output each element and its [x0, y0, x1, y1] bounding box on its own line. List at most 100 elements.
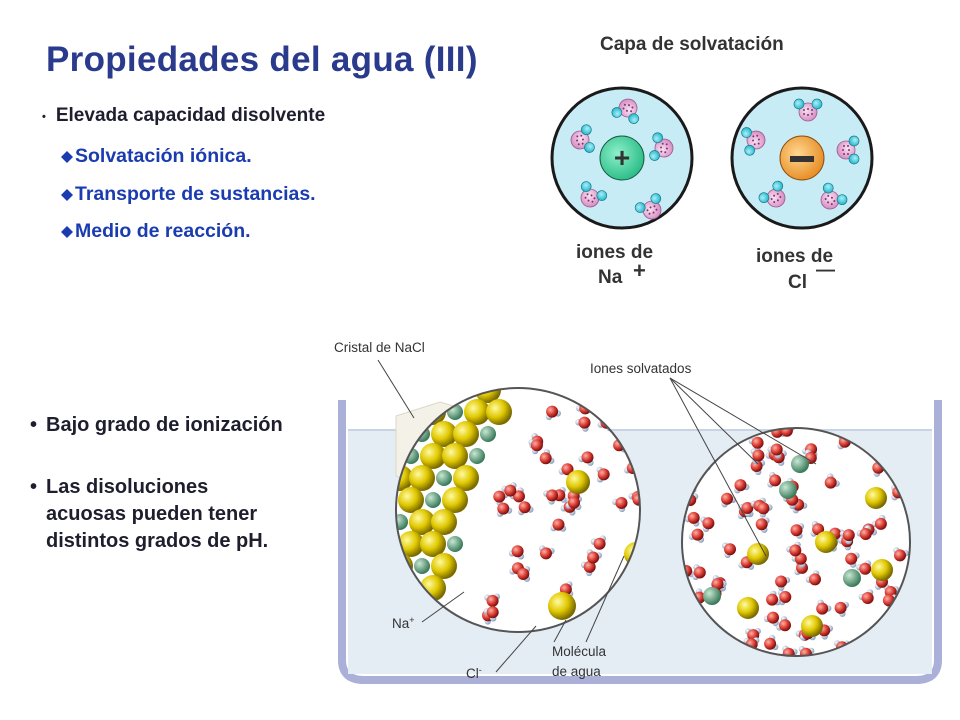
disoluciones-line2: acuosas pueden tener — [46, 503, 258, 525]
oxygen-atom — [799, 647, 812, 656]
hydrogen-atom — [626, 388, 633, 391]
oxygen-atom — [861, 592, 874, 604]
leader-line — [585, 555, 625, 643]
oxygen-atom — [779, 591, 792, 603]
oxygen-atom — [693, 566, 706, 579]
cl-ion — [566, 470, 590, 494]
cristal-label: Cristal de NaCl — [334, 340, 425, 355]
oxygen-atom — [789, 544, 802, 557]
oxygen-atom — [790, 524, 803, 537]
cl-ion — [409, 388, 435, 403]
bullet-disoluciones: •Las disoluciones acuosas pueden tener d… — [30, 474, 268, 555]
oxygen-atom — [627, 388, 639, 398]
cl-ion — [431, 388, 457, 403]
leader-line — [669, 377, 767, 557]
cl-ion — [431, 421, 457, 447]
oxygen-atom — [581, 451, 594, 464]
cl-ion — [747, 543, 769, 565]
oxygen-atom — [511, 545, 524, 558]
oxygen-atom — [755, 518, 768, 531]
hydrogen-atom — [704, 421, 710, 427]
oxygen-atom — [513, 490, 525, 503]
oxygen-atom — [593, 537, 606, 550]
na-ion — [458, 388, 474, 398]
oxygen-atom — [486, 606, 499, 619]
solvation-shell-figure: Capa de solvatación + iones de Na + ione… — [550, 34, 874, 293]
beaker-wall — [338, 400, 942, 684]
na-ion — [599, 135, 645, 181]
bullet-dot: • — [42, 111, 46, 123]
na-ion — [703, 587, 721, 605]
cl-label-line1: iones de — [756, 246, 833, 267]
oxygen-atom — [540, 547, 552, 560]
diamond-bullet-icon — [61, 150, 73, 163]
diamond-bullet-icon — [61, 225, 73, 238]
oxygen-atom — [859, 562, 872, 575]
cl-solvation-sphere — [730, 86, 874, 230]
disoluciones-line3: distintos grados de pH. — [46, 530, 269, 552]
oxygen-atom — [721, 492, 733, 505]
hydrogen-atom — [626, 393, 633, 400]
oxygen-atom — [775, 575, 788, 588]
oxygen-atom — [834, 601, 847, 614]
beaker-figure: Cristal de NaCl Iones solvatados Na+ Cl-… — [334, 340, 942, 684]
na-ion — [469, 448, 485, 464]
oxygen-atom — [587, 551, 600, 564]
oxygen-atom — [578, 416, 591, 429]
na-ion — [791, 455, 809, 473]
hydrogen-atom — [774, 428, 781, 430]
oxygen-atom — [632, 493, 640, 506]
plus-sign: + — [614, 142, 630, 173]
cl-ion — [801, 615, 823, 637]
na-label-line1: iones de — [576, 242, 653, 263]
oxygen-atom — [615, 497, 628, 509]
oxygen-atom — [493, 490, 506, 503]
bullet-capacidad: • Elevada capacidad disolvente — [42, 105, 325, 127]
bullet-ionizacion: •Bajo grado de ionización — [30, 414, 283, 436]
na-ion — [843, 569, 861, 587]
slide-title: Propiedades del agua (III) — [46, 40, 478, 79]
oxygen-atom — [691, 528, 704, 541]
hydrogen-atom — [583, 399, 590, 406]
oxygen-atom — [809, 573, 821, 586]
na-ion — [414, 558, 430, 574]
cl-ion — [815, 531, 837, 553]
oxygen-atom — [845, 552, 858, 565]
oxygen-atom — [767, 611, 779, 624]
subitem-label: Transporte de sustancias. — [75, 183, 316, 205]
na-ion — [779, 481, 797, 499]
oxygen-atom — [497, 502, 510, 515]
oxygen-atom — [546, 405, 559, 418]
cl-ion — [420, 531, 446, 557]
cl-ion — [453, 421, 479, 447]
cl-ion — [398, 531, 424, 557]
oxygen-atom — [752, 449, 765, 462]
oxygen-atom — [561, 463, 574, 476]
oxygen-atom — [874, 517, 887, 530]
oxygen-atom — [687, 511, 700, 524]
oxygen-atom — [724, 543, 736, 556]
oxygen-atom — [770, 443, 783, 456]
oxygen-atom — [583, 560, 596, 573]
leader-line — [669, 377, 759, 465]
minus-sign — [790, 156, 814, 162]
cl-ion — [871, 559, 893, 581]
na-label-line2: Na — [598, 267, 623, 288]
cl-ion — [464, 399, 490, 425]
cl-ion — [442, 443, 468, 469]
oxygen-atom — [518, 501, 531, 514]
na-ion — [480, 426, 496, 442]
molecula-label-line1: Molécula — [552, 644, 607, 659]
oxygen-atom — [546, 489, 559, 502]
oxygen-atom — [504, 484, 517, 497]
subitem-label: Solvatación iónica. — [75, 145, 252, 167]
na-solvation-sphere: + — [550, 86, 694, 230]
molecula-label-line2: de agua — [552, 664, 601, 679]
na-ion — [425, 492, 441, 508]
oxygen-atom — [711, 578, 724, 590]
diamond-bullet-icon — [61, 188, 73, 201]
cl-ion — [398, 487, 424, 513]
subitem-medio: Medio de reacción. — [60, 220, 251, 243]
oxygen-atom — [517, 568, 530, 580]
leader-line — [377, 359, 415, 419]
